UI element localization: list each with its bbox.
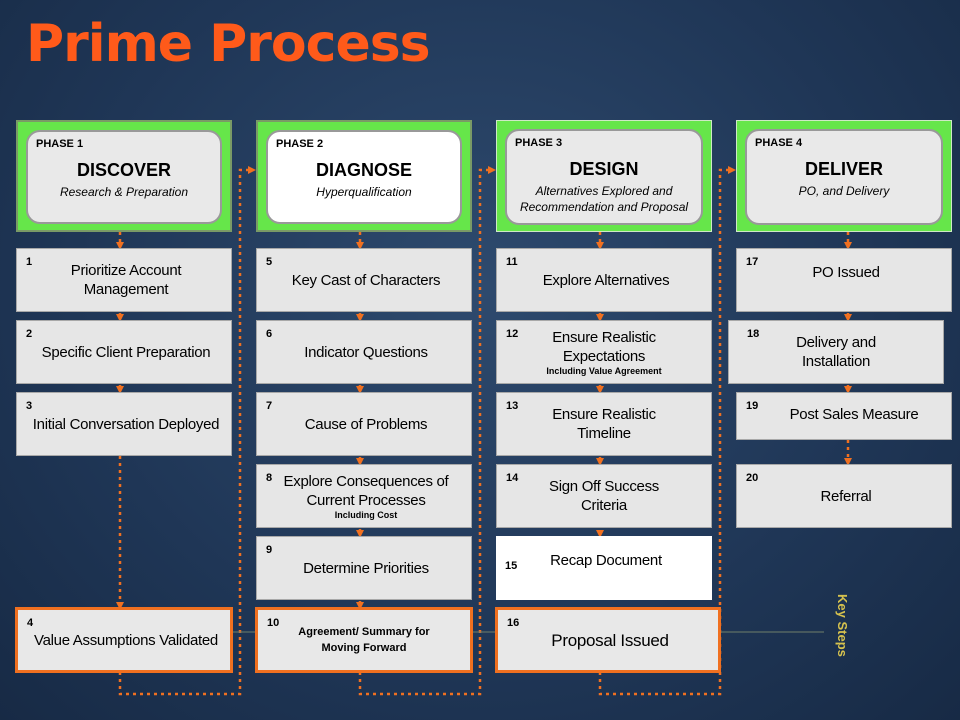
- step-12: 12 Ensure Realistic Expectations Includi…: [496, 320, 712, 384]
- step-6: 6 Indicator Questions: [256, 320, 472, 384]
- step-number: 17: [746, 256, 759, 268]
- phase-3-box: PHASE 3 DESIGN Alternatives Explored and…: [496, 120, 712, 232]
- step-label: Prioritize Account Management: [70, 262, 182, 298]
- step-label: Referral: [820, 487, 872, 505]
- step-label: Key Cast of Characters: [291, 271, 441, 289]
- step-label: Initial Conversation Deployed: [32, 415, 220, 433]
- step-label: Cause of Problems: [304, 415, 428, 433]
- step-label: Delivery and Installation: [796, 334, 876, 370]
- step-number: 7: [266, 400, 273, 412]
- step-19: 19 Post Sales Measure: [736, 392, 952, 440]
- step-label: PO Issued: [812, 263, 880, 281]
- phase-2-box: PHASE 2 DIAGNOSE Hyperqualification: [256, 120, 472, 232]
- step-number: 5: [266, 256, 273, 268]
- step-15: 15 Recap Document: [496, 536, 712, 600]
- step-number: 2: [26, 328, 33, 340]
- step-number: 14: [506, 472, 519, 484]
- step-number: 20: [746, 472, 759, 484]
- phase-tag: PHASE 4: [755, 137, 803, 149]
- phase-1-box: PHASE 1 DISCOVER Research & Preparation: [16, 120, 232, 232]
- step-note: Including Value Agreement: [546, 365, 662, 376]
- phase-name: DELIVER: [804, 159, 883, 179]
- phase-tag: PHASE 1: [36, 138, 84, 150]
- step-1: 1 Prioritize Account Management: [16, 248, 232, 312]
- step-18: 18 Delivery and Installation: [728, 320, 944, 384]
- step-label: Recap Document: [550, 551, 662, 569]
- step-number: 15: [505, 560, 518, 572]
- phase-2-card: PHASE 2 DIAGNOSE Hyperqualification: [266, 130, 462, 224]
- key-steps-label: Key Steps: [835, 594, 850, 657]
- step-label: Determine Priorities: [303, 559, 429, 577]
- step-number: 1: [26, 256, 33, 268]
- phase-tag: PHASE 2: [276, 138, 324, 150]
- step-number: 19: [746, 400, 759, 412]
- step-3: 3 Initial Conversation Deployed: [16, 392, 232, 456]
- step-label: Proposal Issued: [551, 630, 669, 650]
- step-label: Ensure Realistic Timeline: [552, 406, 656, 442]
- step-number: 18: [747, 328, 760, 340]
- step-number: 10: [267, 617, 280, 629]
- phase-4-box: PHASE 4 DELIVER PO, and Delivery: [736, 120, 952, 232]
- step-4: 4 Value Assumptions Validated: [15, 607, 233, 673]
- phase-subtitle: PO, and Delivery: [798, 184, 890, 198]
- step-label-wrap: Explore Consequences of Current Processe…: [271, 465, 461, 527]
- phase-tag: PHASE 3: [515, 137, 563, 149]
- phase-name: DIAGNOSE: [315, 160, 412, 180]
- step-label: Value Assumptions Validated: [34, 631, 218, 649]
- phase-subtitle: Alternatives Explored and Recommendation…: [519, 184, 689, 214]
- step-number: 9: [266, 544, 273, 556]
- step-number: 13: [506, 400, 519, 412]
- step-label: Sign Off Success Criteria: [549, 478, 659, 514]
- step-16: 16 Proposal Issued: [495, 607, 721, 673]
- phase-subtitle: Research & Preparation: [59, 185, 189, 199]
- page-title: Prime Process: [26, 14, 431, 74]
- phase-subtitle: Hyperqualification: [316, 185, 412, 199]
- step-17: 17 PO Issued: [736, 248, 952, 312]
- step-13: 13 Ensure Realistic Timeline: [496, 392, 712, 456]
- step-7: 7 Cause of Problems: [256, 392, 472, 456]
- step-number: 16: [507, 617, 520, 629]
- step-label: Explore Alternatives: [542, 271, 670, 289]
- step-label: Indicator Questions: [304, 343, 428, 361]
- step-label: Agreement/ Summary for Moving Forward: [298, 626, 430, 654]
- step-number: 12: [506, 328, 519, 340]
- phase-4-card: PHASE 4 DELIVER PO, and Delivery: [745, 129, 943, 225]
- step-8: 8 Explore Consequences of Current Proces…: [256, 464, 472, 528]
- step-number: 3: [26, 400, 33, 412]
- step-label-wrap: Ensure Realistic Expectations Including …: [537, 321, 671, 383]
- step-5: 5 Key Cast of Characters: [256, 248, 472, 312]
- step-14: 14 Sign Off Success Criteria: [496, 464, 712, 528]
- phase-3-card: PHASE 3 DESIGN Alternatives Explored and…: [505, 129, 703, 225]
- step-2: 2 Specific Client Preparation: [16, 320, 232, 384]
- step-note: Including Cost: [334, 509, 398, 520]
- step-number: 4: [27, 617, 34, 629]
- step-number: 6: [266, 328, 273, 340]
- step-label: Ensure Realistic Expectations: [552, 328, 656, 365]
- step-number: 11: [506, 256, 518, 268]
- step-number: 8: [266, 472, 273, 484]
- step-20: 20 Referral: [736, 464, 952, 528]
- step-9: 9 Determine Priorities: [256, 536, 472, 600]
- step-10: 10 Agreement/ Summary for Moving Forward: [255, 607, 473, 673]
- phase-name: DISCOVER: [76, 160, 172, 180]
- step-label: Explore Consequences of Current Processe…: [283, 472, 449, 509]
- phase-1-card: PHASE 1 DISCOVER Research & Preparation: [26, 130, 222, 224]
- step-label: Specific Client Preparation: [41, 343, 211, 361]
- phase-name: DESIGN: [569, 159, 639, 179]
- step-label: Post Sales Measure: [789, 405, 919, 423]
- step-11: 11 Explore Alternatives: [496, 248, 712, 312]
